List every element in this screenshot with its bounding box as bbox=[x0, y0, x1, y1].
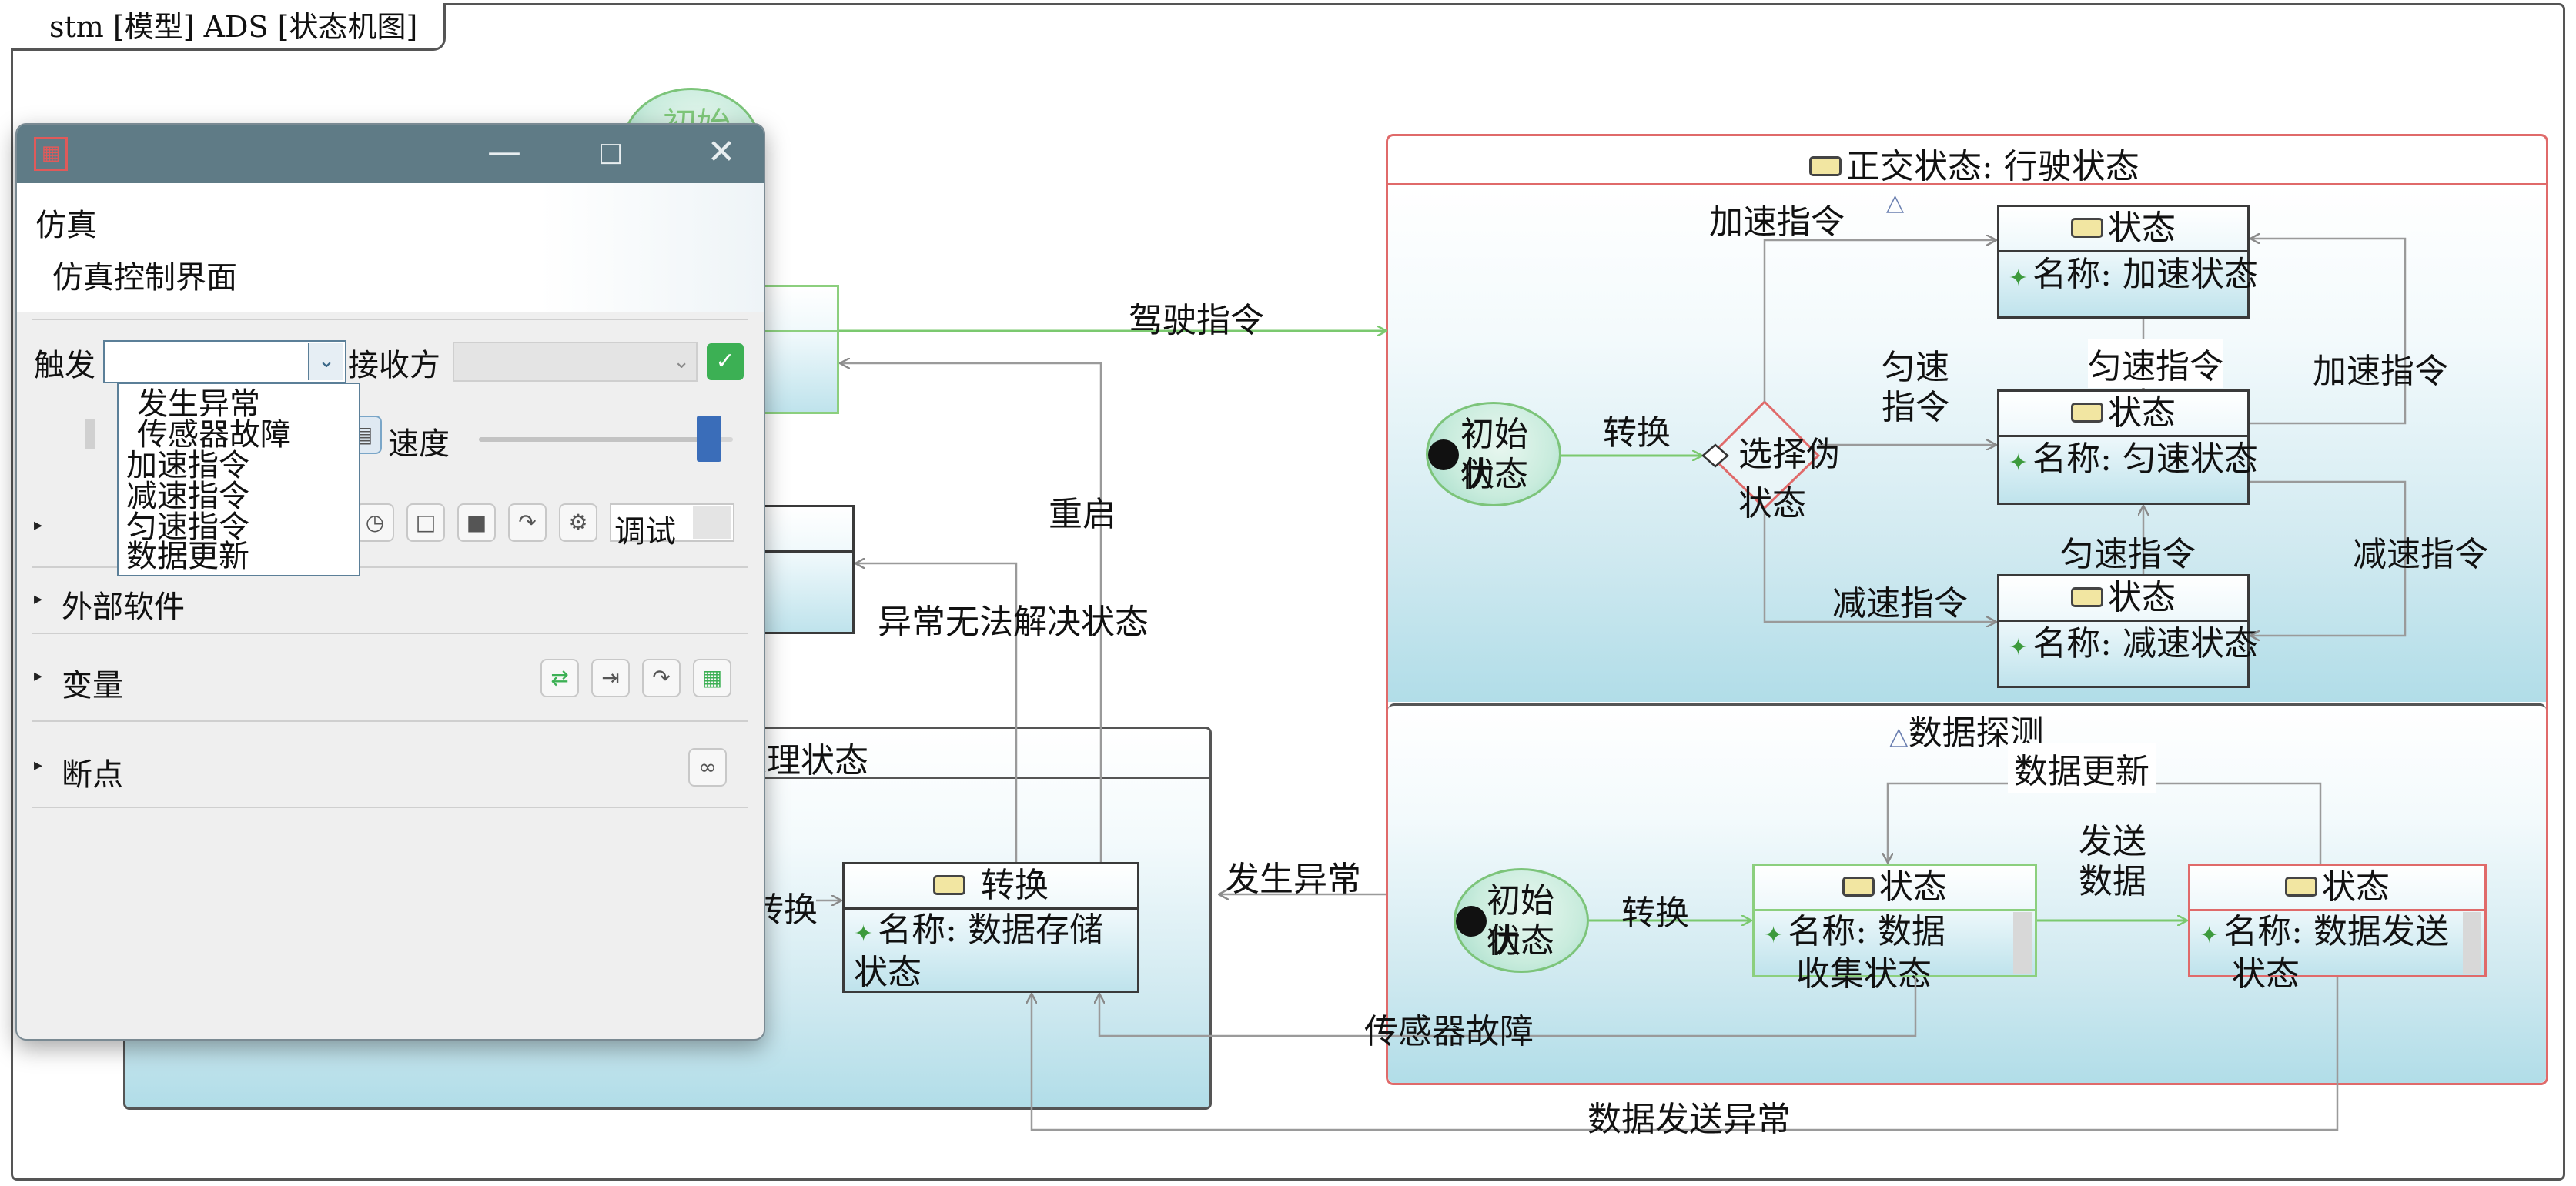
speed-slider-thumb[interactable] bbox=[697, 416, 721, 462]
driving-region bbox=[1388, 185, 2546, 702]
data-collect-state[interactable]: 状态 ✦名称: 数据收集状态 bbox=[1752, 864, 2037, 994]
unresolved-label: 异常无法解决状态 bbox=[878, 603, 1149, 642]
section-variables[interactable]: 变量 bbox=[62, 668, 123, 703]
minimize-icon[interactable]: — bbox=[487, 132, 521, 172]
decel-right-label: 减速指令 bbox=[2353, 535, 2488, 574]
data-initial-pseudostate[interactable]: 初始伪 状态 bbox=[1454, 868, 1589, 973]
window-title-bar[interactable]: ▦ — □ ✕ bbox=[17, 125, 764, 183]
drive-convert-label: 转换 bbox=[1603, 413, 1671, 453]
uniform-state[interactable]: 状态 ✦名称: 匀速状态 bbox=[1997, 389, 2258, 505]
close-icon[interactable]: ✕ bbox=[707, 132, 736, 172]
data-store-state[interactable]: 转换 ✦名称: 数据存储状态 bbox=[842, 862, 1139, 993]
expand-triangle-icon[interactable]: ▸ bbox=[34, 666, 43, 686]
window-heading: 仿真 bbox=[35, 208, 97, 243]
decel-left-label: 减速指令 bbox=[1832, 584, 1968, 623]
accel-right-label: 加速指令 bbox=[2313, 352, 2448, 391]
data-update-label: 数据更新 bbox=[2008, 743, 2156, 793]
section-breakpoints[interactable]: 断点 bbox=[62, 757, 123, 793]
speed-slider-track[interactable] bbox=[479, 416, 733, 462]
diagram-frame-title: stm [模型] ADS [状态机图] bbox=[11, 3, 447, 51]
orthogonal-title: 正交状态: 行驶状态 bbox=[1809, 139, 2139, 188]
settings-icon[interactable]: ⚙ bbox=[559, 503, 597, 542]
trigger-dropdown-list[interactable]: 发生异常 传感器故障 加速指令 减速指令 匀速指令 数据更新 bbox=[117, 383, 360, 576]
scrollbar[interactable] bbox=[2463, 912, 2481, 974]
diagram-frame bbox=[11, 3, 2565, 1181]
debug-field[interactable]: 调试 bbox=[610, 503, 734, 550]
restart-label: 重启 bbox=[1049, 495, 1116, 534]
drive-command-label: 驾驶指令 bbox=[1129, 301, 1264, 340]
dropdown-option[interactable]: 发生异常 bbox=[137, 386, 260, 422]
send-exception-label: 数据发送异常 bbox=[1587, 1100, 1791, 1139]
accel-top-label: 加速指令 bbox=[1709, 202, 1845, 242]
trigger-label: 触发 bbox=[34, 348, 95, 383]
choice-label: 选择伪状态 bbox=[1738, 435, 1840, 523]
divider bbox=[32, 720, 748, 722]
choice-user-icon: △ bbox=[1886, 189, 1905, 216]
simulation-window[interactable]: ▦ — □ ✕ 仿真 仿真控制界面 触发 ⌄ 接收方 ⌄ ✓ ▤ 速度 ▸ ◷ … bbox=[15, 123, 765, 1041]
window-header: 仿真 仿真控制界面 bbox=[17, 183, 764, 312]
dropdown-option[interactable]: 减速指令 bbox=[126, 479, 249, 514]
export-icon[interactable]: ↷ bbox=[508, 503, 547, 542]
import-icon[interactable]: ⇥ bbox=[591, 659, 630, 697]
divider bbox=[32, 807, 748, 808]
send-trigger-button[interactable]: ✓ bbox=[707, 343, 744, 380]
decelerate-state[interactable]: 状态 ✦名称: 减速状态 bbox=[1997, 574, 2258, 688]
dropdown-option[interactable]: 加速指令 bbox=[126, 448, 249, 483]
expand-triangle-icon[interactable]: ▸ bbox=[34, 756, 43, 775]
accelerate-state[interactable]: 状态 ✦名称: 加速状态 bbox=[1997, 205, 2258, 319]
section-external-software[interactable]: 外部软件 bbox=[62, 590, 185, 625]
receiver-label: 接收方 bbox=[348, 348, 440, 383]
speed-label: 速度 bbox=[388, 426, 450, 462]
clock-icon[interactable]: ◷ bbox=[356, 503, 394, 542]
send-data-label: 发送数据 bbox=[2079, 822, 2146, 901]
speed-slider-fill bbox=[479, 437, 709, 442]
uniform-mid1-label: 匀速指令 bbox=[2088, 339, 2223, 388]
chevron-down-icon[interactable]: ⌄ bbox=[308, 343, 343, 380]
trigger-select[interactable]: ⌄ bbox=[103, 340, 346, 383]
grid-add-icon[interactable]: ▦ bbox=[693, 659, 731, 697]
expand-triangle-icon[interactable]: ▸ bbox=[34, 590, 43, 609]
scrollbar[interactable] bbox=[2013, 912, 2032, 974]
data-send-state[interactable]: 状态 ✦名称: 数据发送状态 bbox=[2188, 864, 2487, 994]
breakpoint-link-icon[interactable]: ∞ bbox=[688, 748, 727, 787]
divider bbox=[32, 633, 748, 634]
exception-label: 发生异常 bbox=[1226, 860, 1361, 899]
orthogonal-title-divider bbox=[1388, 183, 2546, 185]
uniform-mid2-label: 匀速指令 bbox=[2060, 535, 2196, 574]
uniform-left-label: 匀速指令 bbox=[1882, 348, 1949, 427]
maximize-icon[interactable]: □ bbox=[597, 137, 624, 168]
export-icon[interactable]: ↷ bbox=[642, 659, 681, 697]
divider bbox=[32, 319, 748, 320]
basket-icon[interactable]: □ bbox=[406, 503, 445, 542]
dropdown-option[interactable]: 匀速指令 bbox=[126, 509, 249, 545]
dropdown-option[interactable]: 传感器故障 bbox=[137, 417, 291, 453]
expand-triangle-icon[interactable]: ▸ bbox=[34, 516, 43, 535]
receiver-select[interactable]: ⌄ bbox=[453, 342, 698, 382]
checkbox-edge[interactable] bbox=[85, 419, 95, 449]
drive-initial-pseudostate[interactable]: 初始伪 状态 bbox=[1426, 402, 1561, 506]
window-subheading: 仿真控制界面 bbox=[52, 260, 237, 296]
dropdown-option[interactable]: 数据更新 bbox=[126, 539, 249, 574]
stop-icon[interactable]: ■ bbox=[457, 503, 496, 542]
sensor-fault-label: 传感器故障 bbox=[1364, 1012, 1534, 1051]
divider bbox=[32, 566, 748, 568]
data-convert-label: 转换 bbox=[1621, 894, 1689, 933]
chevron-down-icon[interactable]: ⌄ bbox=[673, 350, 690, 373]
sync-icon[interactable]: ⇄ bbox=[540, 659, 579, 697]
app-logo-icon: ▦ bbox=[34, 137, 68, 171]
